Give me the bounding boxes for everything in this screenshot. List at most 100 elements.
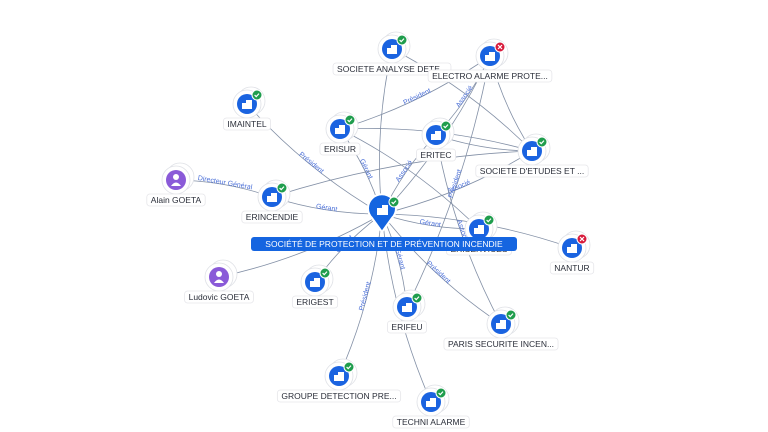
building-shape <box>567 247 571 253</box>
node-label-bg <box>276 389 402 403</box>
node-label-bg <box>332 62 452 76</box>
building-shape <box>406 303 412 312</box>
node-techni-alarme[interactable]: TECHNI ALARME <box>392 384 470 429</box>
building-shape <box>485 55 489 61</box>
edge-center-etudes <box>381 150 533 215</box>
node-label: IMAINTEL <box>227 119 266 129</box>
edge-label: Président <box>358 281 372 311</box>
edge-ludovic-center <box>218 213 383 278</box>
building-shape <box>531 147 537 156</box>
node-erifeu[interactable]: ERIFEU <box>387 289 427 334</box>
person-head-shape <box>216 271 222 277</box>
center-status-badge <box>388 196 400 208</box>
building-shape <box>527 150 531 156</box>
node-societe-d-etudes-et[interactable]: SOCIETE D'ETUDES ET ... <box>475 133 589 178</box>
person-body-shape <box>171 182 181 186</box>
node-label: ERITEC <box>420 150 451 160</box>
node-label: Alain GOETA <box>151 195 202 205</box>
check-mark-icon <box>399 38 405 43</box>
node-label-bg <box>392 415 470 429</box>
building-shape <box>496 323 500 329</box>
center-label-bg <box>251 237 517 251</box>
building-shape <box>338 372 344 381</box>
building-shape <box>426 401 430 407</box>
node-label-bg <box>427 69 553 83</box>
node-electro-alarme-prote[interactable]: ELECTRO ALARME PROTE... <box>427 38 553 83</box>
node-ludovic-goeta[interactable]: Ludovic GOETA <box>184 259 254 304</box>
building-shape <box>271 193 277 202</box>
node-label: ELECTRO ALARME PROTE... <box>432 71 548 81</box>
check-mark-icon <box>346 365 352 370</box>
edge-erincendie-etudes <box>271 150 533 198</box>
node-label: ERIFEU <box>391 322 422 332</box>
check-mark-icon <box>254 93 260 98</box>
node-label: GROUPE DETECTION PRE... <box>281 391 396 401</box>
node-nantur[interactable]: NANTUR <box>549 230 595 275</box>
building-shape <box>335 128 339 134</box>
check-mark-icon <box>443 124 449 129</box>
node-label: ERISUR <box>324 144 356 154</box>
node-label: SOCIETE D'ETUDES ET ... <box>480 166 584 176</box>
node-label-bg <box>241 210 303 224</box>
building-shape <box>339 125 345 134</box>
node-label-bg <box>291 295 339 309</box>
edge-label: Directeur Général <box>197 175 253 192</box>
node-label: ERIGEST <box>296 297 333 307</box>
building-shape <box>430 398 436 407</box>
edge-label: Gérant <box>315 203 337 213</box>
check-mark-icon <box>279 186 285 191</box>
node-alain-goeta[interactable]: Alain GOETA <box>146 162 206 207</box>
center-label: SOCIÉTÉ DE PROTECTION ET DE PRÉVENTION I… <box>265 239 503 249</box>
cross-mark-icon <box>497 44 503 50</box>
building-shape <box>267 196 271 202</box>
check-mark-icon <box>486 218 492 223</box>
center-node[interactable]: SOCIÉTÉ DE PROTECTION ET DE PRÉVENTION I… <box>251 193 517 251</box>
edge-center-groupe <box>338 213 383 377</box>
check-mark-icon <box>539 140 545 145</box>
edge-erisur-electro <box>339 55 491 130</box>
building-shape <box>387 48 391 54</box>
building-shape <box>391 45 397 54</box>
building-icon <box>377 205 388 215</box>
edge-label: Président <box>425 260 452 285</box>
node-groupe-detection-pre[interactable]: GROUPE DETECTION PRE... <box>276 358 402 403</box>
node-label: NANTUR <box>554 263 589 273</box>
building-shape <box>246 100 252 109</box>
node-erigest[interactable]: ERIGEST <box>291 264 339 309</box>
building-shape <box>314 278 320 287</box>
edge-analyse-etudes <box>391 48 533 152</box>
building-shape <box>334 375 338 381</box>
node-label-bg <box>416 148 456 162</box>
building-shape <box>474 228 478 234</box>
building-shape <box>435 131 441 140</box>
building-shape <box>500 320 506 329</box>
node-erincendie[interactable]: ERINCENDIE <box>241 179 303 224</box>
node-label: SOCIETE ANALYSE DETE... <box>337 64 447 74</box>
node-label-bg <box>387 320 427 334</box>
building-shape <box>478 225 484 234</box>
building-shape <box>310 281 314 287</box>
node-label-bg <box>146 193 206 207</box>
node-label-bg <box>184 290 254 304</box>
nodes-layer: SOCIETE ANALYSE DETE...ELECTRO ALARME PR… <box>146 31 595 429</box>
node-imaintel[interactable]: IMAINTEL <box>222 86 272 131</box>
edge-label: Gérant <box>419 219 441 229</box>
check-mark-icon <box>414 296 420 301</box>
person-head-shape <box>173 174 179 180</box>
edge-label: Président <box>402 87 432 106</box>
node-erisur[interactable]: ERISUR <box>319 111 361 156</box>
edge-center-paris <box>381 213 502 325</box>
node-label: PARIS SECURITE INCEN... <box>448 339 554 349</box>
node-label-bg <box>549 261 595 275</box>
node-label-bg <box>475 164 589 178</box>
node-societe-analyse-dete[interactable]: SOCIETE ANALYSE DETE... <box>332 31 452 76</box>
node-label-bg <box>319 142 361 156</box>
edge-erisur-eriservices <box>339 128 480 230</box>
person-body-shape <box>214 279 224 283</box>
check-mark-icon <box>438 391 444 396</box>
check-mark-icon <box>322 271 328 276</box>
node-eritec[interactable]: ERITEC <box>416 117 456 162</box>
node-paris-securite-incen[interactable]: PARIS SECURITE INCEN... <box>443 306 559 351</box>
node-label: Ludovic GOETA <box>189 292 250 302</box>
